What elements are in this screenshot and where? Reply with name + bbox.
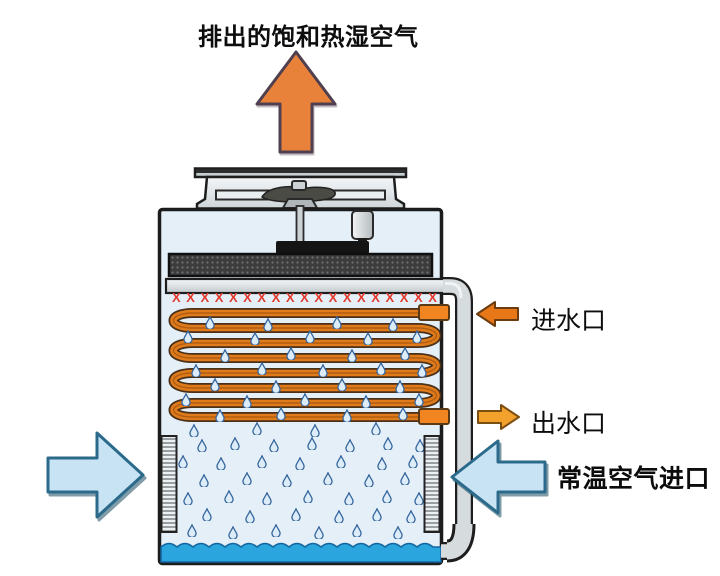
coil-inlet-fitting: [418, 304, 450, 321]
water-inlet-label: 进水口: [531, 307, 607, 335]
fan-shaft: [295, 205, 305, 247]
water-inlet-arrow-icon: [476, 301, 519, 327]
spray-mark: X: [300, 290, 309, 305]
exhaust-air-label: 排出的饱和热湿空气: [198, 24, 419, 51]
fan-hub: [291, 180, 307, 191]
spray-mark: X: [342, 290, 352, 305]
spray-mark: X: [257, 290, 267, 305]
spray-mark: X: [314, 290, 324, 305]
basin-water: [160, 542, 442, 563]
left-louver: [160, 435, 178, 533]
spray-mark: X: [186, 290, 195, 305]
right-louver: [423, 435, 441, 533]
spray-mark: X: [399, 290, 409, 305]
spray-mark: X: [385, 290, 395, 305]
coil-outlet-fitting: [418, 408, 450, 425]
water-outlet-arrow-icon: [477, 404, 520, 430]
spray-mark: X: [243, 290, 252, 305]
drift-eliminator-mesh: [167, 252, 434, 278]
fan-top-cap-shade: [196, 169, 405, 173]
spray-riser-pipe: [441, 277, 476, 563]
fan-assembly: [193, 167, 408, 210]
spray-mark: X: [371, 290, 380, 305]
motor-cylinder: [351, 210, 374, 240]
spray-mark: X: [228, 290, 238, 305]
spray-mark: X: [357, 290, 366, 305]
motor-support-beam: [276, 241, 369, 254]
cool-air-right-arrow-icon: [450, 439, 547, 515]
water-outlet-label: 出水口: [531, 410, 607, 438]
spray-mark: X: [214, 290, 224, 305]
spray-mark: X: [200, 290, 210, 305]
spray-mark: X: [271, 290, 281, 305]
spray-mark: X: [285, 290, 295, 305]
air-inlet-label: 常温空气进口: [557, 465, 711, 493]
hot-air-up-arrow-icon: [255, 50, 337, 154]
spray-mark: X: [413, 290, 423, 305]
cool-air-left-arrow-icon: [46, 431, 145, 519]
motor-mount-foot: [358, 238, 367, 243]
spray-mark: X: [428, 290, 437, 305]
spray-mark: X: [328, 290, 338, 305]
spray-mark: X: [172, 290, 181, 305]
